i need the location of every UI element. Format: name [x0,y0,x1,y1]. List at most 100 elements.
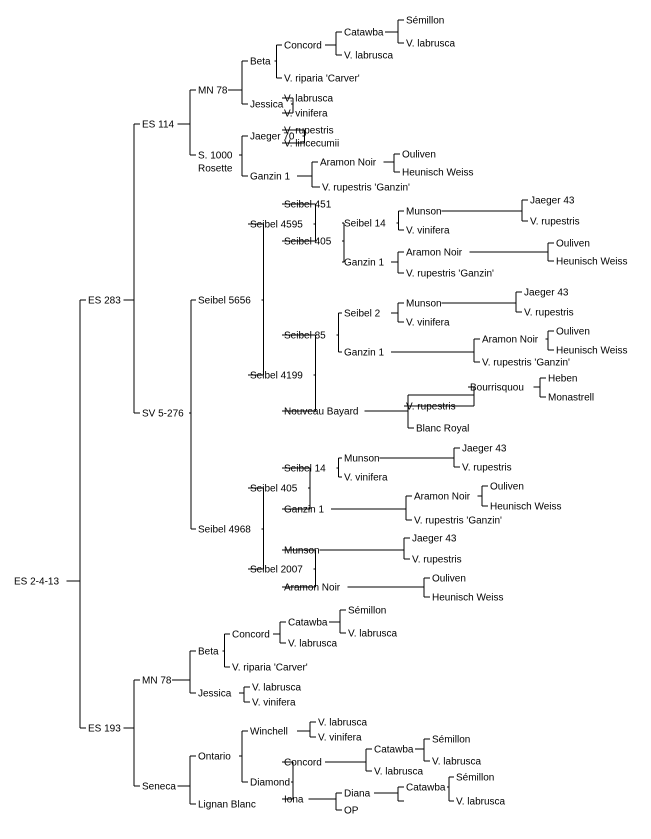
tree-node-label: Aramon Noir [414,492,471,503]
tree-node-label: V. labrusca [348,629,398,640]
tree-node-label: Jaeger 43 [412,534,457,545]
tree-node-label: SV 5-276 [142,409,184,420]
tree-node-label: V. rupestris 'Ganzin' [414,516,502,527]
tree-node-label: Ouliven [556,327,590,338]
tree-node-label: Seneca [142,782,176,793]
tree-node-label: Monastrell [548,393,594,404]
tree-node-label: Ganzin 1 [284,505,324,516]
tree-node-label: Beta [250,57,271,68]
tree-node-label: V. labrusca [432,757,482,768]
tree-node-label: V. labrusca [374,767,424,778]
tree-node-label: Sémillon [348,606,386,617]
tree-node-label: V. vinifera [344,473,388,484]
tree-node-label: V. vinifera [252,698,296,709]
tree-node-label: V. labrusca [252,683,302,694]
tree-node-label: OP [344,806,359,817]
tree-node-label: Catawba [344,28,384,39]
tree-node-label: Nouveau Bayard [284,407,359,418]
tree-node-label: Seibel 85 [284,331,326,342]
tree-node-label: Seibel 14 [284,464,326,475]
tree-node-label: Jaeger 43 [524,288,569,299]
tree-node-label: Ouliven [490,482,524,493]
tree-node-label: Seibel 4968 [198,525,251,536]
tree-node-label: Heunisch Weiss [556,346,628,357]
tree-node-label: Heben [548,374,577,385]
tree-node-label: Aramon Noir [320,158,377,169]
tree-node-label: ES 283 [88,296,121,307]
tree-connector-lines [66,19,554,811]
tree-node-label: Jaeger 43 [462,444,507,455]
tree-node-label: Aramon Noir [482,335,539,346]
tree-node-label: Ganzin 1 [344,348,384,359]
tree-node-label: Ouliven [402,150,436,161]
tree-node-label: V. riparia 'Carver' [232,663,308,674]
tree-node-label: V. labrusca [344,51,394,62]
tree-node-label: Ouliven [432,574,466,585]
tree-node-label: Diamond [250,778,290,789]
tree-node-label: Sémillon [406,16,444,27]
tree-node-label: Sémillon [456,773,494,784]
tree-node-label: Ganzin 1 [250,172,290,183]
tree-node-label: V. lincecumii [284,139,339,150]
tree-node-label: Catawba [288,618,328,629]
tree-node-label: Munson [406,207,442,218]
tree-node-label: Diana [344,789,371,800]
tree-node-label: Seibel 405 [284,237,332,248]
tree-node-label: Aramon Noir [406,248,463,259]
tree-node-label: Sémillon [432,735,470,746]
tree-node-label: Ganzin 1 [344,258,384,269]
tree-node-label: Beta [198,647,219,658]
tree-node-label: Winchell [250,727,288,738]
tree-node-label: MN 78 [198,86,228,97]
tree-node-label: Catawba [374,745,414,756]
tree-node-label: ES 114 [142,120,174,131]
tree-node-label: Jessica [250,100,284,111]
tree-node-label: Concord [284,758,322,769]
tree-node-label: S. 1000 [198,151,233,162]
tree-node-label: Aramon Noir [284,583,341,594]
tree-node-label: ES 2-4-13 [14,577,59,588]
tree-node-label: Seibel 2 [344,309,381,320]
tree-node-label: ES 193 [88,724,121,735]
tree-node-label: Blanc Royal [416,424,469,435]
tree-node-label: Ouliven [556,239,590,250]
tree-node-label: Jaeger 70 [250,132,295,143]
tree-node-label: Rosette [198,164,233,175]
tree-node-label: V. rupestris 'Ganzin' [322,183,410,194]
tree-node-label: V. labrusca [318,718,368,729]
tree-node-label: Heunisch Weiss [432,593,504,604]
tree-node-label: V. vinifera [284,109,328,120]
tree-node-label: V. rupestris [406,402,456,413]
tree-node-label: Seibel 451 [284,200,332,211]
tree-node-label: MN 78 [142,676,172,687]
tree-node-label: V. rupestris [412,555,462,566]
tree-node-label: Seibel 5656 [198,296,251,307]
tree-node-label: Bourrisquou [470,383,524,394]
tree-node-label: V. rupestris [284,126,334,137]
tree-node-label: Seibel 2007 [250,565,303,576]
tree-node-label: Seibel 405 [250,484,298,495]
tree-node-label: Munson [406,299,442,310]
tree-node-label: Seibel 14 [344,219,386,230]
tree-node-label: Jessica [198,689,232,700]
tree-node-label: Concord [232,630,270,641]
tree-node-label: Heunisch Weiss [490,502,562,513]
tree-node-label: V. labrusca [284,94,334,105]
tree-node-label: V. labrusca [288,639,338,650]
tree-node-label: Lignan Blanc [198,800,256,811]
tree-node-label: Seibel 4595 [250,220,303,231]
tree-node-label: V. riparia 'Carver' [284,74,360,85]
tree-node-label: Iona [284,795,304,806]
tree-node-label: Concord [284,41,322,52]
tree-node-label: V. rupestris 'Ganzin' [482,358,570,369]
tree-node-label: Seibel 4199 [250,371,303,382]
tree-node-label: V. rupestris [530,217,580,228]
tree-node-label: Heunisch Weiss [556,257,628,268]
tree-node-label: V. rupestris 'Ganzin' [406,269,494,280]
tree-node-label: Munson [284,546,320,557]
tree-node-label: V. labrusca [406,39,456,50]
tree-node-label: Jaeger 43 [530,196,575,207]
tree-node-label: Catawba [406,783,446,794]
